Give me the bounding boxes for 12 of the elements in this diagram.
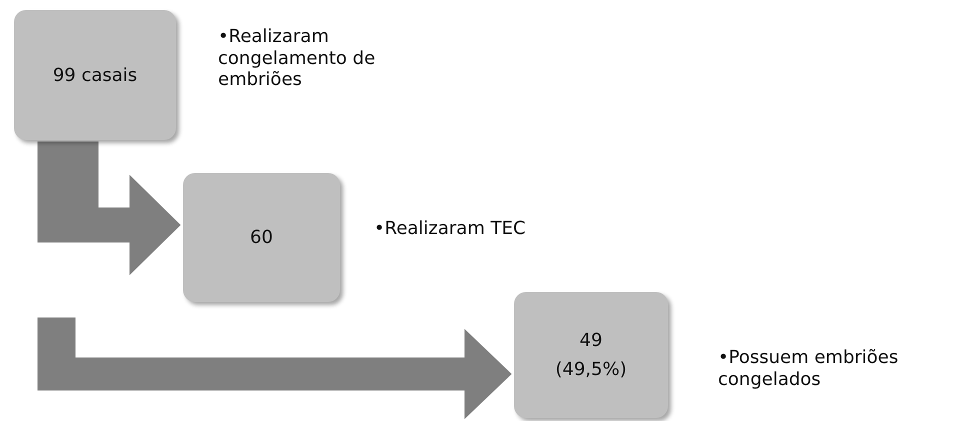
box-text: 99 casais: [52, 64, 138, 86]
box-text: 60: [250, 227, 273, 248]
bent-arrow: [38, 318, 512, 420]
bullet-text: •Realizaram TEC: [374, 218, 527, 240]
process-box: [514, 292, 668, 418]
box-text: (49,5%): [555, 359, 627, 380]
bullet-text: •Realizaram congelamento de embriões: [218, 26, 376, 91]
box-text: 49: [580, 330, 602, 351]
bent-arrow: [38, 142, 181, 276]
process-box: [14, 10, 176, 140]
bullet-text: •Possuem embriões congelados: [718, 347, 900, 390]
process-box: [183, 173, 340, 302]
